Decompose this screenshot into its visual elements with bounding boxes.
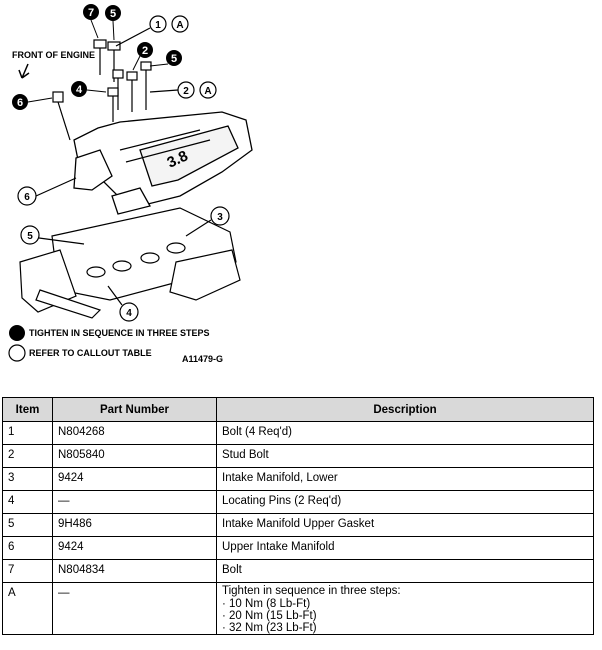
callout-5-low xyxy=(20,225,85,245)
svg-text:3: 3 xyxy=(217,212,223,223)
bolt-head xyxy=(93,39,107,49)
front-arrow-icon xyxy=(18,63,30,79)
cell-part-number: 9H486 xyxy=(52,513,217,537)
lower-intake-manifold xyxy=(19,207,241,319)
bolt-shank xyxy=(57,101,71,141)
callout-6 xyxy=(17,177,77,206)
cell-part-number: — xyxy=(52,582,217,635)
header-item: Item xyxy=(2,397,53,422)
header-description: Description xyxy=(216,397,594,422)
figure-id: A11479-G xyxy=(182,354,223,364)
bolt-head xyxy=(112,69,124,79)
legend-open: REFER TO CALLOUT TABLE xyxy=(8,344,152,362)
bolt-head xyxy=(107,41,121,51)
cell-description: Bolt (4 Req'd) xyxy=(216,421,594,445)
cell-description: Bolt xyxy=(216,559,594,583)
table-row: 1 N804268 Bolt (4 Req'd) xyxy=(2,421,594,445)
callout-2-right xyxy=(149,81,217,99)
svg-text:5: 5 xyxy=(27,231,33,242)
cell-part-number: — xyxy=(52,490,217,514)
callout-3 xyxy=(185,206,230,237)
callout-5-top: 5 xyxy=(105,5,121,41)
legend-text-refer: REFER TO CALLOUT TABLE xyxy=(29,348,152,358)
callout-1 xyxy=(115,15,189,47)
svg-text:1: 1 xyxy=(155,20,161,31)
callout-2-top: 2 xyxy=(132,42,153,71)
callout-6-left: 6 xyxy=(12,94,53,110)
cell-item: 7 xyxy=(2,559,53,583)
exploded-view-figure: FRONT OF ENGINE 3.8 xyxy=(8,4,253,364)
callout-4-top: 4 xyxy=(71,81,107,97)
torque-step: · 32 Nm (23 Lb-Ft) xyxy=(222,622,317,634)
cell-part-number: N805840 xyxy=(52,444,217,468)
svg-text:6: 6 xyxy=(24,192,30,203)
svg-text:A: A xyxy=(204,86,211,97)
cell-item: 1 xyxy=(2,421,53,445)
header-part-number: Part Number xyxy=(52,397,217,422)
svg-text:2: 2 xyxy=(142,45,148,57)
upper-intake-manifold xyxy=(73,111,253,215)
svg-text:2: 2 xyxy=(183,86,189,97)
table-row: 5 9H486 Intake Manifold Upper Gasket xyxy=(2,513,594,537)
svg-text:A: A xyxy=(176,20,183,31)
torque-step: · 10 Nm (8 Lb-Ft) xyxy=(222,598,311,610)
cell-item: A xyxy=(2,582,53,635)
cell-item: 2 xyxy=(2,444,53,468)
table-row: 4 — Locating Pins (2 Req'd) xyxy=(2,490,594,514)
filled-circle-icon xyxy=(9,325,25,341)
cell-item: 3 xyxy=(2,467,53,491)
svg-text:4: 4 xyxy=(76,84,83,96)
cell-part-number: 9424 xyxy=(52,536,217,560)
callout-7: 7 xyxy=(83,4,99,39)
bolt-head xyxy=(107,87,119,97)
front-of-engine-label: FRONT OF ENGINE xyxy=(12,50,95,60)
svg-text:4: 4 xyxy=(126,308,132,319)
table-header-row: Item Part Number Description xyxy=(2,397,594,422)
svg-text:7: 7 xyxy=(88,7,94,19)
cell-part-number: N804834 xyxy=(52,559,217,583)
svg-text:5: 5 xyxy=(110,8,116,20)
manifold-illustration: FRONT OF ENGINE 3.8 xyxy=(8,4,253,364)
callout-4-low xyxy=(107,285,139,322)
cell-item: 5 xyxy=(2,513,53,537)
cell-description: Stud Bolt xyxy=(216,444,594,468)
table-row: 2 N805840 Stud Bolt xyxy=(2,444,594,468)
table-row: 7 N804834 Bolt xyxy=(2,559,594,583)
parts-table: Item Part Number Description 1 N804268 B… xyxy=(2,397,594,635)
bolt-head xyxy=(52,91,64,103)
table-row: 3 9424 Intake Manifold, Lower xyxy=(2,467,594,491)
cell-description: Tighten in sequence in three steps: · 10… xyxy=(216,582,594,635)
cell-part-number: 9424 xyxy=(52,467,217,491)
legend-text-tighten: TIGHTEN IN SEQUENCE IN THREE STEPS xyxy=(29,328,210,338)
legend-filled: TIGHTEN IN SEQUENCE IN THREE STEPS xyxy=(9,325,210,341)
svg-text:6: 6 xyxy=(17,97,23,109)
svg-text:5: 5 xyxy=(171,53,177,65)
bolt-head xyxy=(140,61,152,71)
bolt-head xyxy=(126,71,138,81)
table-row: A — Tighten in sequence in three steps: … xyxy=(2,582,594,635)
torque-step: · 20 Nm (15 Lb-Ft) xyxy=(222,610,317,622)
cell-description: Intake Manifold Upper Gasket xyxy=(216,513,594,537)
cell-description: Intake Manifold, Lower xyxy=(216,467,594,491)
callout-5-mid: 5 xyxy=(149,50,182,67)
torque-instruction: Tighten in sequence in three steps: xyxy=(222,585,401,597)
table-row: 6 9424 Upper Intake Manifold xyxy=(2,536,594,560)
cell-item: 6 xyxy=(2,536,53,560)
cell-description: Locating Pins (2 Req'd) xyxy=(216,490,594,514)
open-circle-icon xyxy=(8,344,26,362)
cell-part-number: N804268 xyxy=(52,421,217,445)
cell-description: Upper Intake Manifold xyxy=(216,536,594,560)
cell-item: 4 xyxy=(2,490,53,514)
